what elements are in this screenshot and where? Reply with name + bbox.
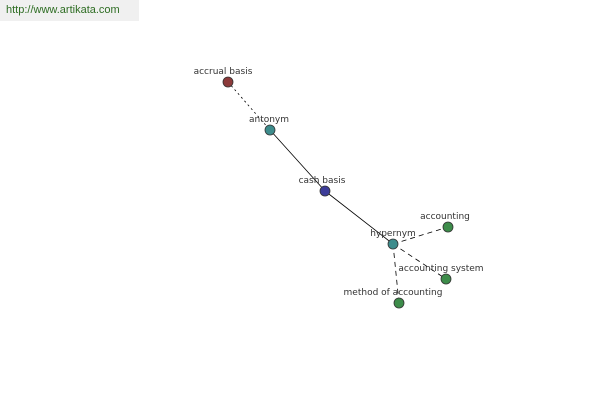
node-label-accrual-basis: accrual basis — [194, 67, 253, 77]
nodes-layer: accrual basis antonym cash basis hypernym ac… — [194, 67, 484, 309]
edge-hypernym-to-method-of-accounting — [392, 243, 400, 304]
node-dot-accounting-system[interactable] — [440, 273, 452, 285]
node-label-antonym: antonym — [249, 115, 289, 125]
graph-node-cash-basis[interactable]: cash basis — [299, 176, 346, 197]
node-label-accounting: accounting — [420, 212, 470, 222]
graph-node-antonym[interactable]: antonym — [249, 115, 289, 136]
edge-cash-basis-to-hypernym — [324, 190, 394, 245]
node-label-accounting-system: accounting system — [398, 264, 483, 274]
node-dot-accrual-basis[interactable] — [222, 76, 234, 88]
node-label-method-of-accounting: method of accounting — [344, 288, 443, 298]
site-url-link[interactable]: http://www.artikata.com — [0, 0, 139, 21]
node-dot-antonym[interactable] — [264, 124, 276, 136]
graph-node-accounting[interactable]: accounting — [420, 212, 470, 233]
graph-node-accrual-basis[interactable]: accrual basis — [194, 67, 253, 88]
node-label-hypernym: hypernym — [370, 229, 416, 239]
graph-node-hypernym[interactable]: hypernym — [370, 229, 416, 250]
node-dot-cash-basis[interactable] — [319, 185, 331, 197]
edges-layer — [227, 81, 449, 304]
edge-accrual-basis-to-antonym — [227, 81, 271, 131]
node-dot-accounting[interactable] — [442, 221, 454, 233]
graph-node-accounting-system[interactable]: accounting system — [398, 264, 484, 285]
graph-node-method-of-accounting[interactable]: method of accounting — [344, 288, 443, 309]
edge-hypernym-to-accounting-system — [392, 243, 447, 280]
node-label-cash-basis: cash basis — [299, 176, 346, 186]
edge-hypernym-to-accounting — [392, 226, 449, 245]
edge-antonym-to-cash-basis — [269, 129, 326, 192]
node-dot-method-of-accounting[interactable] — [393, 297, 405, 309]
node-dot-hypernym[interactable] — [387, 238, 399, 250]
